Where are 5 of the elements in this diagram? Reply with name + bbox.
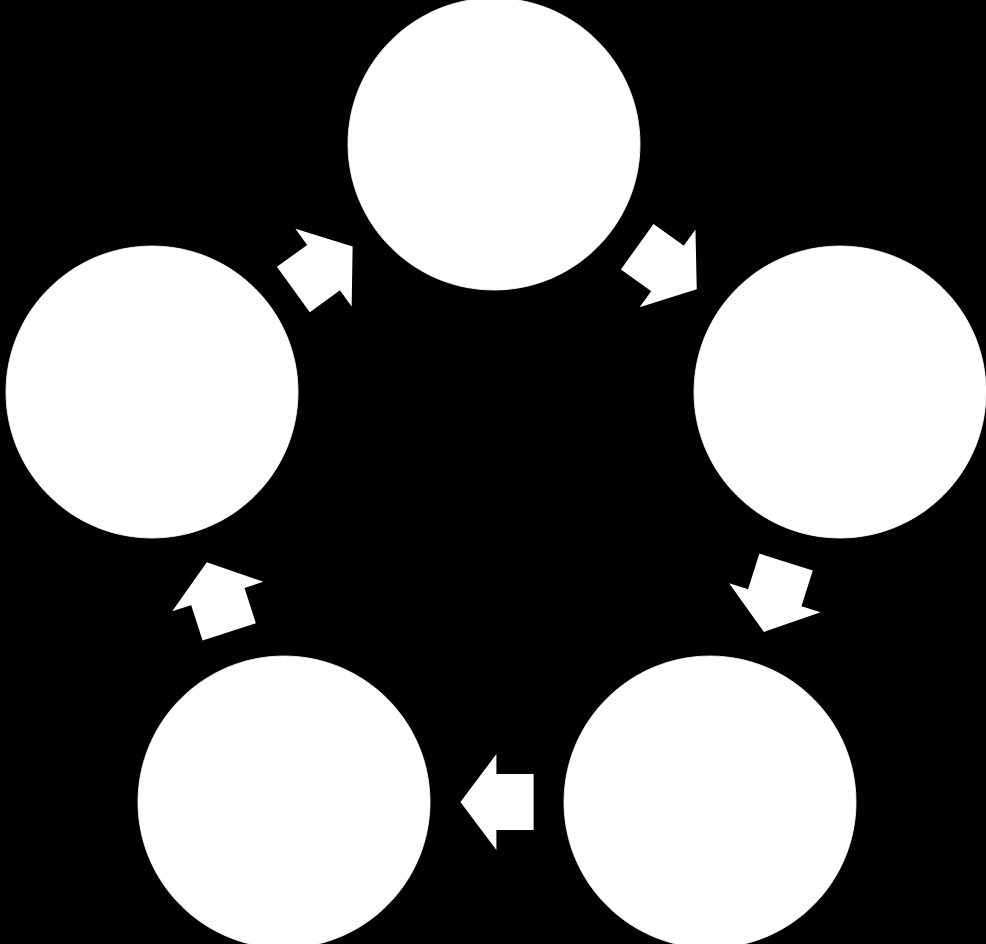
circle bbox=[137, 655, 431, 944]
circle bbox=[563, 655, 857, 944]
circle bbox=[5, 245, 299, 539]
block-arrow bbox=[276, 228, 353, 313]
circle bbox=[693, 245, 986, 539]
